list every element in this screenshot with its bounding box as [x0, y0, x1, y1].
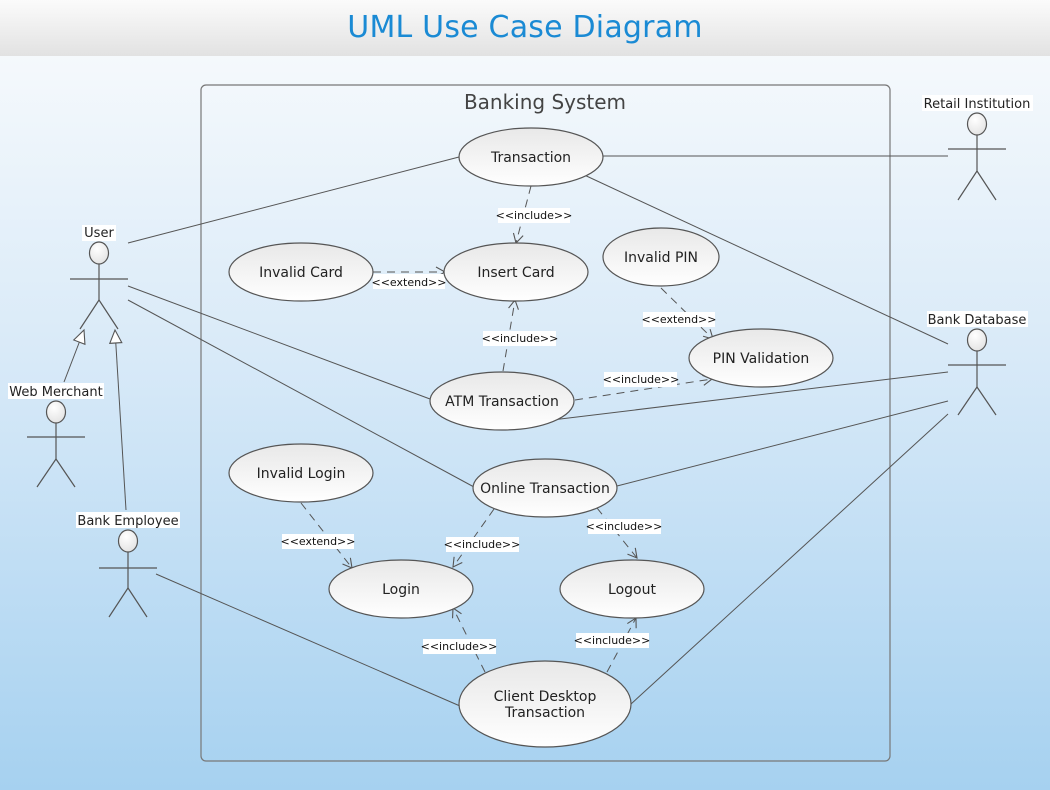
assoc-user-transaction[interactable]: [127, 156, 460, 244]
stick-figure-icon: [27, 400, 85, 488]
actor-label: User: [84, 226, 114, 241]
use-case-transaction[interactable]: Transaction: [458, 127, 604, 187]
use-case-label: Invalid Login: [257, 466, 346, 482]
label-include: <<include>>: [586, 520, 663, 533]
use-case-atm-transaction[interactable]: ATM Transaction: [429, 371, 575, 431]
header: UML Use Case Diagram: [0, 0, 1050, 56]
use-case-client-desktop-transaction[interactable]: Client Desktop Transaction: [458, 660, 632, 748]
stick-figure-icon: [948, 328, 1006, 416]
use-case-label: Logout: [608, 582, 656, 598]
use-case-invalid-pin[interactable]: Invalid PIN: [602, 227, 720, 287]
label-include: <<include>>: [603, 373, 680, 386]
use-case-pin-validation[interactable]: PIN Validation: [688, 328, 834, 388]
use-case-label: Login: [382, 582, 420, 598]
stick-figure-icon: [99, 529, 157, 618]
assoc-bankdb-transaction[interactable]: [579, 172, 949, 345]
system-boundary: [200, 84, 891, 762]
use-case-label: Insert Card: [477, 265, 554, 281]
actor-retail-institution[interactable]: Retail Institution: [922, 95, 1033, 201]
label-include: <<include>>: [421, 640, 498, 653]
label-include: <<include>>: [444, 538, 521, 551]
generalization-bank-employee-user[interactable]: [108, 328, 127, 511]
assoc-bank-employee-client-desktop[interactable]: [155, 573, 461, 707]
actor-web-merchant[interactable]: Web Merchant: [8, 383, 104, 488]
stick-figure-icon: [70, 241, 128, 330]
stick-figure-icon: [948, 112, 1006, 201]
actor-user[interactable]: User: [70, 225, 128, 330]
use-case-label: PIN Validation: [713, 351, 810, 367]
associations: [127, 155, 949, 707]
label-include: <<include>>: [482, 332, 559, 345]
assoc-bankdb-atm-transaction[interactable]: [551, 371, 949, 421]
use-case-label-line1: Client Desktop: [494, 689, 597, 705]
stereotype-labels: <<include>> <<extend>> <<include>> <<ext…: [281, 208, 717, 654]
assoc-user-atm-transaction[interactable]: [127, 285, 431, 400]
use-case-label-line2: Transaction: [504, 705, 585, 721]
generalization-web-merchant-user[interactable]: [63, 328, 86, 383]
system-title: Banking System: [464, 90, 626, 114]
use-case-login[interactable]: Login: [328, 559, 474, 619]
label-extend: <<extend>>: [642, 313, 717, 326]
actor-label: Retail Institution: [924, 97, 1031, 112]
label-include: <<include>>: [496, 209, 573, 222]
actor-bank-employee[interactable]: Bank Employee: [76, 512, 180, 618]
actor-label: Web Merchant: [9, 385, 102, 400]
use-case-invalid-login[interactable]: Invalid Login: [228, 443, 374, 503]
actor-label: Bank Database: [928, 313, 1027, 328]
use-case-online-transaction[interactable]: Online Transaction: [472, 458, 618, 518]
actor-label: Bank Employee: [77, 514, 178, 529]
assoc-user-online-transaction[interactable]: [127, 299, 475, 488]
page-title: UML Use Case Diagram: [347, 10, 703, 45]
include-atm-pin-validation[interactable]: [574, 374, 714, 401]
use-case-label: Invalid Card: [259, 265, 343, 281]
use-case-label: Transaction: [490, 150, 571, 166]
label-extend: <<extend>>: [372, 276, 447, 289]
use-case-label: Invalid PIN: [624, 250, 698, 266]
use-case-invalid-card[interactable]: Invalid Card: [228, 242, 374, 302]
use-case-label: Online Transaction: [480, 481, 610, 497]
assoc-bankdb-online-transaction[interactable]: [616, 400, 949, 487]
use-case-logout[interactable]: Logout: [559, 559, 705, 619]
actor-bank-database[interactable]: Bank Database: [927, 311, 1028, 416]
use-case-insert-card[interactable]: Insert Card: [443, 242, 589, 302]
label-include: <<include>>: [574, 634, 651, 647]
extend-invalid-pin-pin-validation[interactable]: [660, 287, 714, 340]
use-case-label: ATM Transaction: [445, 394, 559, 410]
assoc-bankdb-client-desktop[interactable]: [630, 413, 949, 705]
include-atm-insert-card[interactable]: [502, 298, 519, 372]
label-extend: <<extend>>: [281, 535, 356, 548]
